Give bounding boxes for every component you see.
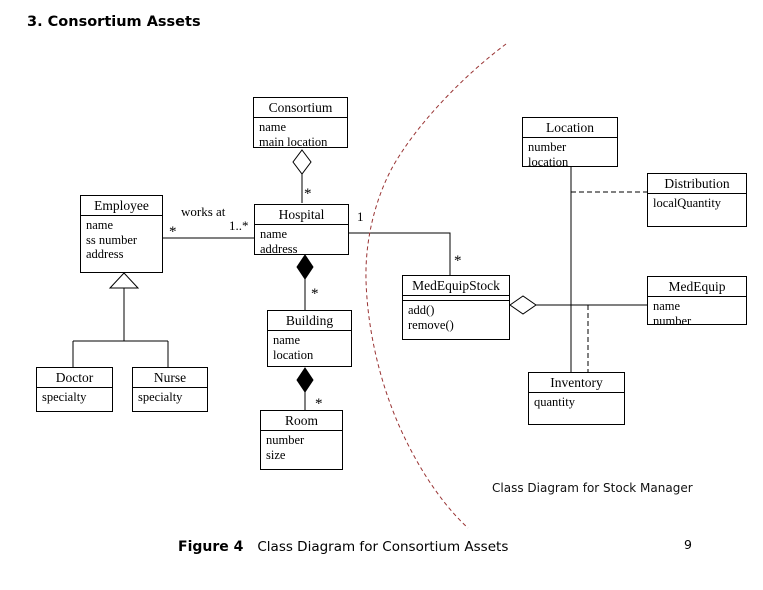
multiplicity-hospital-one: 1 bbox=[357, 209, 364, 224]
attribute: address bbox=[86, 247, 124, 261]
generalization-triangle-employee bbox=[108, 272, 140, 289]
attribute: localQuantity bbox=[653, 196, 722, 210]
class-title: Building bbox=[268, 311, 351, 331]
attribute: name bbox=[259, 120, 287, 134]
operation: remove() bbox=[408, 317, 454, 332]
association-label-works-at: works at bbox=[181, 204, 226, 219]
composition-diamond-building bbox=[296, 367, 314, 393]
attribute: name bbox=[653, 299, 681, 313]
hospital-medequipstock-line bbox=[349, 232, 451, 275]
page-heading: 3. Consortium Assets bbox=[27, 14, 201, 30]
attribute: specialty bbox=[138, 390, 183, 404]
attribute: main location bbox=[259, 134, 328, 149]
attribute: name bbox=[260, 227, 288, 241]
attribute: specialty bbox=[42, 390, 87, 404]
attribute: name bbox=[86, 218, 114, 232]
attribute: address bbox=[260, 241, 298, 256]
figure-caption-text: Class Diagram for Consortium Assets bbox=[257, 539, 509, 555]
class-title: Inventory bbox=[529, 373, 624, 393]
attributes-compartment: localQuantity bbox=[648, 194, 746, 214]
multiplicity-stock-many: * bbox=[454, 253, 462, 269]
class-medequipstock: MedEquipStock add()remove() bbox=[402, 275, 510, 340]
attribute: size bbox=[266, 447, 286, 462]
attributes-compartment: quantity bbox=[529, 393, 624, 413]
aggregation-diamond-medequipstock bbox=[509, 295, 537, 315]
page-number: 9 bbox=[684, 537, 692, 552]
class-title: MedEquipStock bbox=[403, 276, 509, 296]
class-distribution: Distribution localQuantity bbox=[647, 173, 747, 227]
multiplicity-employee-many: * bbox=[169, 224, 177, 240]
attribute: name bbox=[273, 333, 301, 347]
aggregation-diamond-consortium bbox=[292, 149, 312, 175]
figure-caption-label: Figure 4 bbox=[178, 539, 244, 555]
class-title: Hospital bbox=[255, 205, 348, 225]
attribute: quantity bbox=[534, 395, 575, 409]
class-doctor: Doctor specialty bbox=[36, 367, 113, 412]
attribute: number bbox=[528, 140, 567, 154]
class-inventory: Inventory quantity bbox=[528, 372, 625, 425]
class-title: Location bbox=[523, 118, 617, 138]
class-title: MedEquip bbox=[648, 277, 746, 297]
multiplicity-building-many: * bbox=[311, 286, 319, 302]
stock-manager-region-note: Class Diagram for Stock Manager bbox=[492, 481, 693, 495]
figure-caption: Figure 4 Class Diagram for Consortium Ass… bbox=[178, 539, 508, 555]
attributes-compartment: specialty bbox=[133, 388, 207, 408]
class-title: Doctor bbox=[37, 368, 112, 388]
attribute: number bbox=[266, 433, 305, 447]
attributes-compartment: specialty bbox=[37, 388, 112, 408]
multiplicity-hospital-many: * bbox=[304, 186, 312, 202]
class-title: Consortium bbox=[254, 98, 347, 118]
attribute: location bbox=[273, 347, 314, 362]
multiplicity-hospital-one-many: 1..* bbox=[229, 218, 249, 233]
operations-compartment: add()remove() bbox=[403, 300, 509, 335]
class-title: Employee bbox=[81, 196, 162, 216]
class-title: Distribution bbox=[648, 174, 746, 194]
operation: add() bbox=[408, 303, 435, 317]
attribute: number bbox=[653, 313, 692, 328]
class-title: Nurse bbox=[133, 368, 207, 388]
multiplicity-room-many: * bbox=[315, 396, 323, 412]
class-title: Room bbox=[261, 411, 342, 431]
attribute: ss number bbox=[86, 232, 138, 247]
attribute: location bbox=[528, 154, 569, 169]
class-nurse: Nurse specialty bbox=[132, 367, 208, 412]
